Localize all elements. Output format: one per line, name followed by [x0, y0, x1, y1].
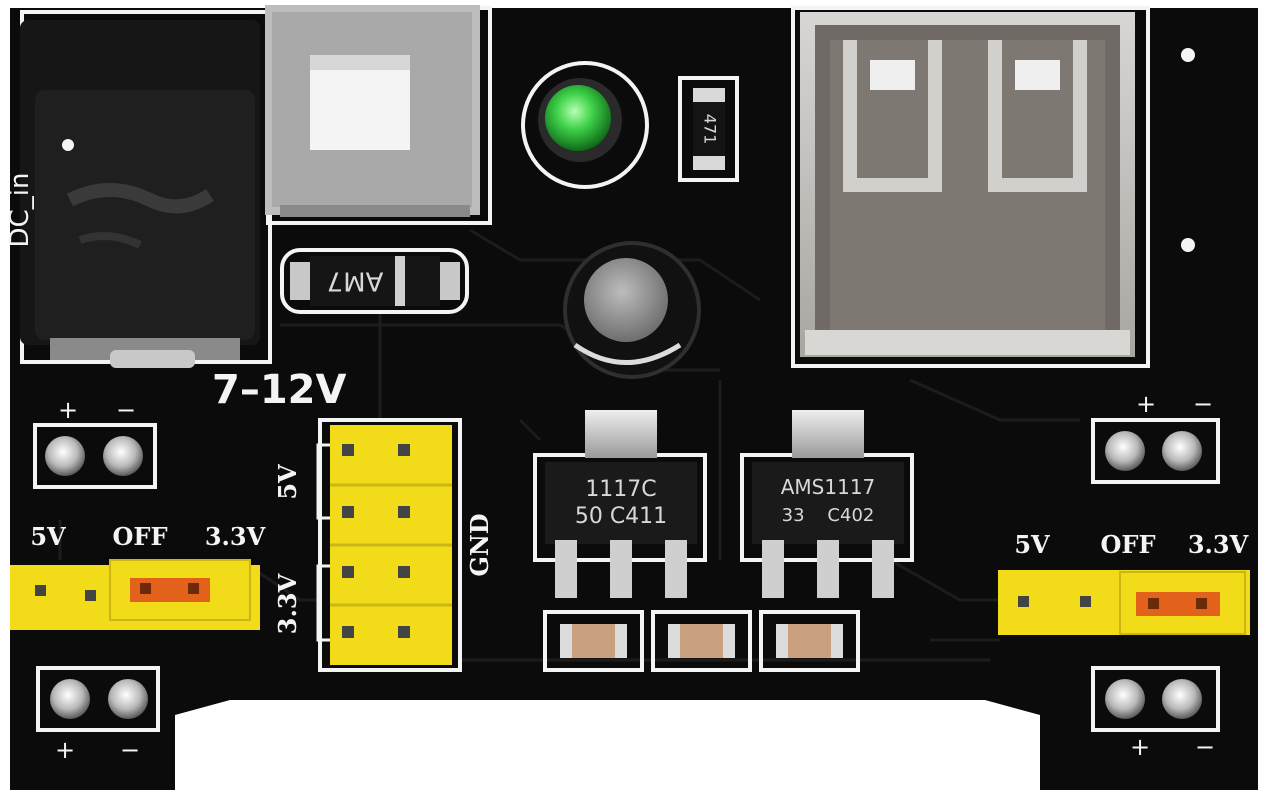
regulator-left-line1: 1117C: [585, 477, 656, 502]
left-switch-5v-label: 5V: [30, 522, 66, 551]
left-bottom-pins: [36, 666, 160, 732]
smd-capacitors: [543, 610, 860, 672]
regulator-right-line1: AMS1117: [781, 475, 876, 499]
resistor-marking: 471: [701, 114, 720, 145]
regulator-right-line2: 33 C402: [782, 505, 875, 526]
dc-in-label: DC_in: [5, 173, 35, 248]
resistor-component: [678, 76, 739, 182]
right-switch-5v-label: 5V: [1014, 530, 1050, 559]
right-top-plus: +: [1136, 390, 1156, 418]
diode-marking: AM7: [327, 266, 384, 296]
right-top-pins: [1091, 418, 1220, 484]
mounting-dot: [1181, 238, 1195, 252]
center-pin-header[interactable]: [316, 418, 462, 672]
voltage-range-label: 7–12V: [212, 367, 346, 413]
right-bottom-plus: +: [1130, 733, 1150, 761]
left-switch-3v3-label: 3.3V: [205, 522, 266, 551]
left-voltage-jumper[interactable]: [10, 559, 260, 630]
right-top-minus: −: [1193, 390, 1213, 418]
left-top-minus: −: [116, 396, 136, 424]
right-switch-3v3-label: 3.3V: [1188, 530, 1249, 559]
diode-component: [280, 248, 469, 314]
left-top-plus: +: [58, 396, 78, 424]
left-switch-off-label: OFF: [113, 522, 168, 551]
usb-a-port-icon[interactable]: [791, 6, 1150, 368]
right-voltage-jumper[interactable]: [998, 570, 1250, 635]
regulator-right: [740, 410, 914, 598]
mounting-dot: [1181, 48, 1195, 62]
capacitor-icon: [563, 241, 701, 379]
left-top-pins: [33, 423, 157, 489]
green-led-icon: [521, 61, 649, 189]
right-switch-off-label: OFF: [1101, 530, 1156, 559]
header-3v3-label: 3.3V: [273, 573, 302, 634]
dc-barrel-jack-icon: [20, 10, 272, 368]
right-bottom-minus: −: [1195, 733, 1215, 761]
regulator-left-line2: 50 C411: [575, 504, 667, 529]
push-switch-icon[interactable]: [265, 5, 492, 225]
header-5v-label: 5V: [273, 464, 302, 500]
regulator-left: [533, 410, 707, 598]
header-gnd-label: GND: [465, 513, 494, 576]
left-bottom-minus: −: [120, 736, 140, 764]
right-bottom-pins: [1091, 666, 1220, 732]
left-bottom-plus: +: [55, 736, 75, 764]
